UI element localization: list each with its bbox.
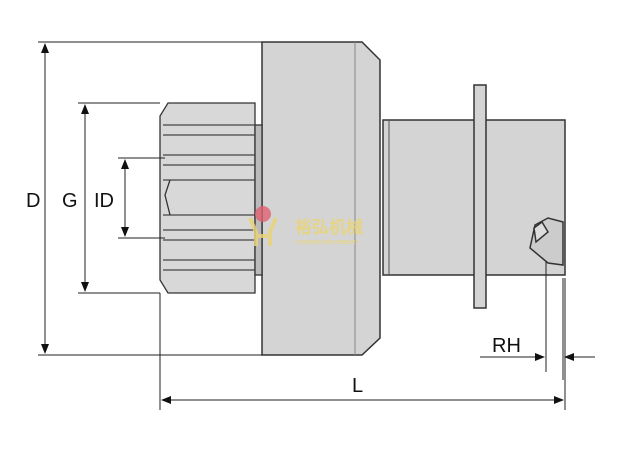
watermark-text-cn: 裕弘机械 [295, 217, 363, 238]
label-id: ID [94, 190, 114, 212]
label-g: G [62, 190, 78, 212]
label-rh: RH [492, 335, 521, 357]
drive-body [261, 41, 381, 356]
pinion-gear [159, 102, 263, 294]
watermark-logo: 裕弘机械 YUHONG MACHINERY [248, 206, 363, 246]
label-d: D [26, 190, 40, 212]
flange [473, 84, 487, 309]
watermark-text-en: YUHONG MACHINERY [295, 240, 359, 246]
label-l: L [352, 375, 363, 397]
dimension-lines [38, 41, 595, 410]
